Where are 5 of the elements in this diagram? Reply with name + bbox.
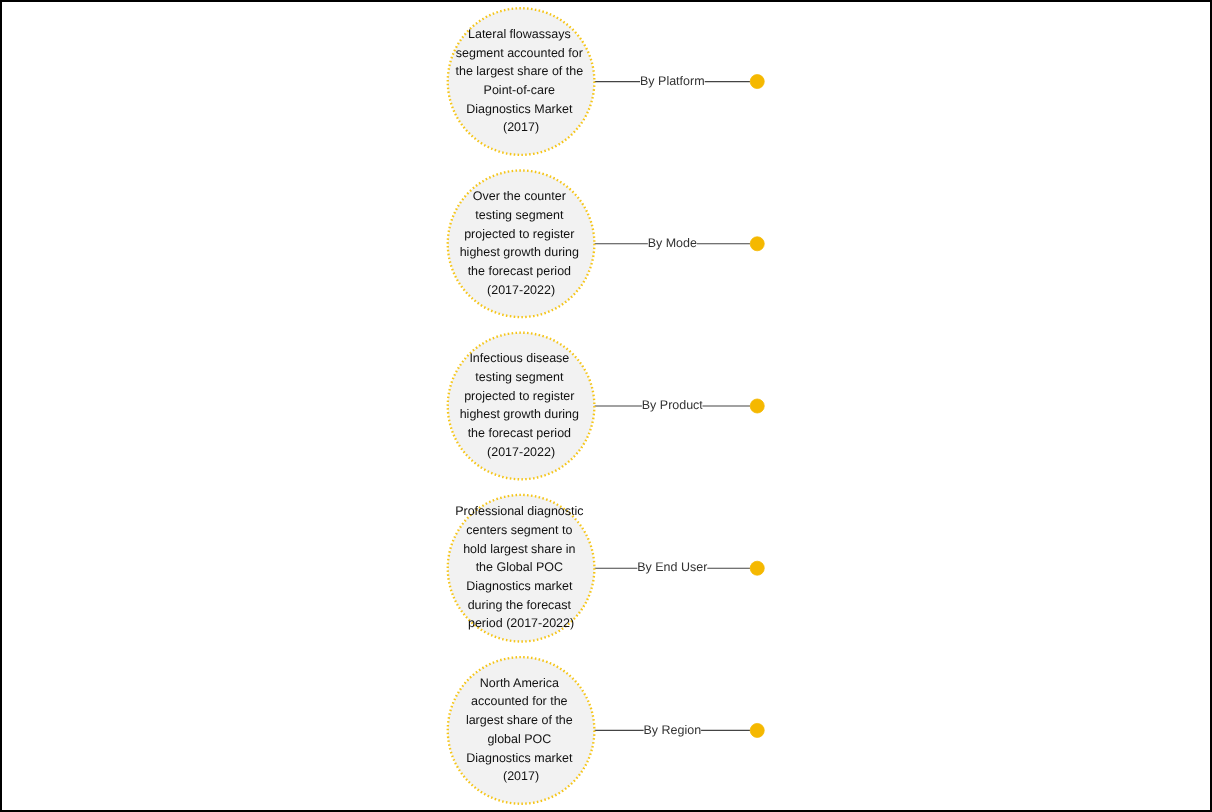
node-circle	[749, 560, 765, 576]
node-circle	[749, 74, 765, 89]
node-circle	[749, 236, 765, 252]
node-circle	[749, 723, 765, 738]
node-circle	[749, 398, 765, 414]
